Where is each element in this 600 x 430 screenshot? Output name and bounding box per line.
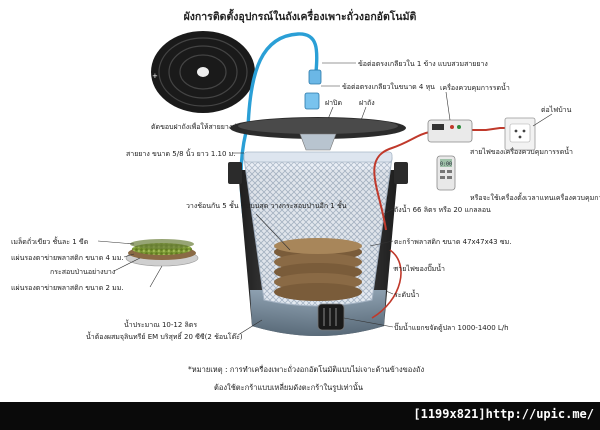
sponge-line: วางช้อนกัน 5 ชั้น ชั้นบนสุด วางกระสอบป่า…	[186, 199, 347, 210]
bucket-label: ถังน้ำ 66 ลิตร หรือ 20 แกลลอน	[394, 203, 491, 214]
watermark-text: [1199x821]http://upic.me/	[413, 407, 594, 421]
cut-lid-label: ตัดขอบฝาถังเพื่อให้สายยางผ่านได้	[151, 122, 253, 131]
beans-label: เมล็ดถั่วเขียว ชั้นละ 1 ขีด	[11, 235, 88, 246]
hose-line	[246, 32, 319, 130]
mesh-bottom-label: แผ่นรองตาข่ายพลาสติก ขนาด 2 มม.	[11, 284, 124, 292]
connector-single-label: ข้อต่อตรงเกลียวใน 1 ข้าง แบบสวมสายยาง	[358, 59, 488, 68]
timer-alt-line: หรือจะใช้เครื่องตั้งเวลาแทนเครื่องควบคุม…	[470, 191, 600, 202]
water-em-label: น้ำต้องผสมจุลินทรีย์ EM บริสุทธิ์ 20 ซีซ…	[86, 330, 243, 341]
outlet-label: ต่อไฟบ้าน	[541, 105, 572, 114]
svg-text:+: +	[152, 72, 158, 80]
water-level-label: ระดับน้ำ	[394, 288, 419, 299]
burlap-label: กระสอบป่านอย่างบาง	[50, 268, 115, 276]
diagram-title: ผังการติดตั้งอุปกรณ์ในถังเครื่องเพาะถั่ว…	[184, 8, 417, 24]
footer-bar	[0, 402, 600, 430]
mesh-top-label: แผ่นรองตาข่ายพลาสติก ขนาด 4 มม.	[11, 254, 124, 262]
pump-cord-label: สายไฟของปั๊มน้ำ	[394, 262, 445, 273]
sponge-label: วางช้อนกัน 5 ชั้น ชั้นบนสุด วางกระสอบป่า…	[186, 199, 347, 210]
lid-cover-label: ฝาปิด	[325, 99, 342, 107]
bean-tray-inset	[125, 239, 199, 267]
pump-label: ปั๊มน้ำแยกขจัดตู้ปลา 1000-1400 L/h	[394, 321, 509, 332]
lid-label: ฝาถัง	[359, 99, 375, 107]
timer-alt-label: หรือจะใช้เครื่องตั้งเวลาแทนเครื่องควบคุม…	[470, 191, 600, 202]
setup-diagram: ผังการติดตั้งอุปกรณ์ในถังเครื่องเพาะถั่ว…	[11, 8, 600, 392]
hose-label: สายยาง ขนาด 5/8 นิ้ว ยาว 1.10 ม.	[126, 147, 236, 158]
footnote-line-2: ต้องใช้ตะกร้าแบบเหลี่ยมดังตะกร้าในรูปเท่…	[214, 382, 363, 392]
aquarium-pump-icon	[317, 303, 345, 331]
round-lid-icon: +	[151, 31, 255, 113]
connector-4-label: ข้อต่อตรงเกลียวในขนาด 4 หุน	[342, 82, 435, 91]
controller-label: เครื่องควบคุมการรดน้ำ	[440, 81, 510, 92]
hose-connector-icon	[304, 69, 322, 110]
sponge-stack	[274, 238, 362, 301]
timer-readout: 0:00	[440, 162, 452, 168]
digital-timer-icon: 0:00	[436, 155, 456, 191]
basket-label: ตะกร้าพลาสติก ขนาด 47x47x43 ซม.	[394, 238, 511, 246]
controller-box-icon	[427, 119, 473, 143]
power-line-label: สายไฟของเครื่องควบคุมการรดน้ำ	[470, 145, 573, 156]
power-wire	[373, 131, 431, 231]
footnote-line-1: *หมายเหตุ : การทำเครื่องเพาะถั่วงอกอัตโน…	[188, 364, 424, 374]
wall-outlet-icon	[504, 117, 536, 151]
water-amount-label: น้ำประมาณ 10-12 ลิตร	[124, 318, 197, 329]
